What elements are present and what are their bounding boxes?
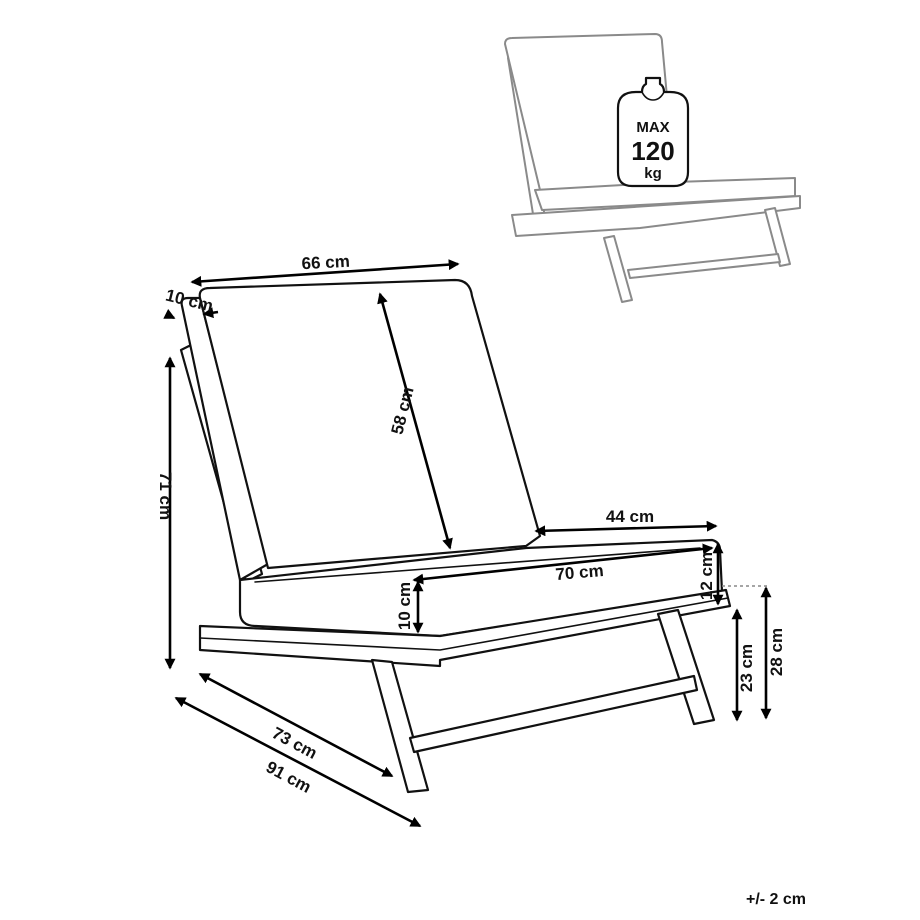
- thumbnail-base-frame: [511, 195, 801, 237]
- label-total-depth: 91 cm: [263, 757, 314, 796]
- dim-arrow-seat-depth: [534, 520, 718, 537]
- label-backrest-width: 66 cm: [301, 252, 350, 273]
- thumbnail-front-leg-right: [764, 207, 791, 267]
- dim-arrow-backrest-width: [190, 259, 460, 287]
- max-load-label: MAX: [636, 119, 669, 136]
- weight-icon: MAX 120 kg: [616, 76, 690, 188]
- front-leg-right: [656, 608, 716, 726]
- front-leg-left: [370, 658, 430, 794]
- dim-arrow-backrest-thickness-b: [202, 307, 219, 319]
- label-frame-thickness: 12 cm: [697, 552, 716, 600]
- dim-arrow-seat-width: [412, 543, 714, 585]
- label-seat-width: 70 cm: [555, 561, 605, 584]
- base-frame: [198, 588, 732, 668]
- tolerance-note: +/- 2 cm: [746, 891, 806, 908]
- label-frame-depth: 73 cm: [269, 723, 320, 762]
- arrow-icon: [163, 259, 772, 828]
- dim-arrow-backrest-thickness-a: [163, 308, 176, 320]
- chair-thumbnail: MAX 120 kg: [504, 33, 801, 303]
- max-load-unit: kg: [644, 165, 662, 182]
- max-load-value: 120: [631, 136, 674, 166]
- stretcher: [408, 674, 699, 754]
- thumbnail-stretcher: [627, 253, 781, 279]
- label-cushion-thickness: 10 cm: [395, 582, 414, 630]
- label-total-height: 71 cm: [156, 472, 175, 520]
- thumbnail-front-leg-left: [603, 235, 633, 303]
- label-seat-height: 28 cm: [767, 628, 786, 676]
- dim-arrow-total-depth: [174, 696, 422, 828]
- chair-main-drawing: [179, 278, 732, 794]
- label-seat-depth: 44 cm: [606, 507, 654, 526]
- dim-arrow-backrest-height: [377, 292, 453, 550]
- base-frame-edge: [199, 597, 729, 651]
- label-leg-height: 23 cm: [737, 644, 756, 692]
